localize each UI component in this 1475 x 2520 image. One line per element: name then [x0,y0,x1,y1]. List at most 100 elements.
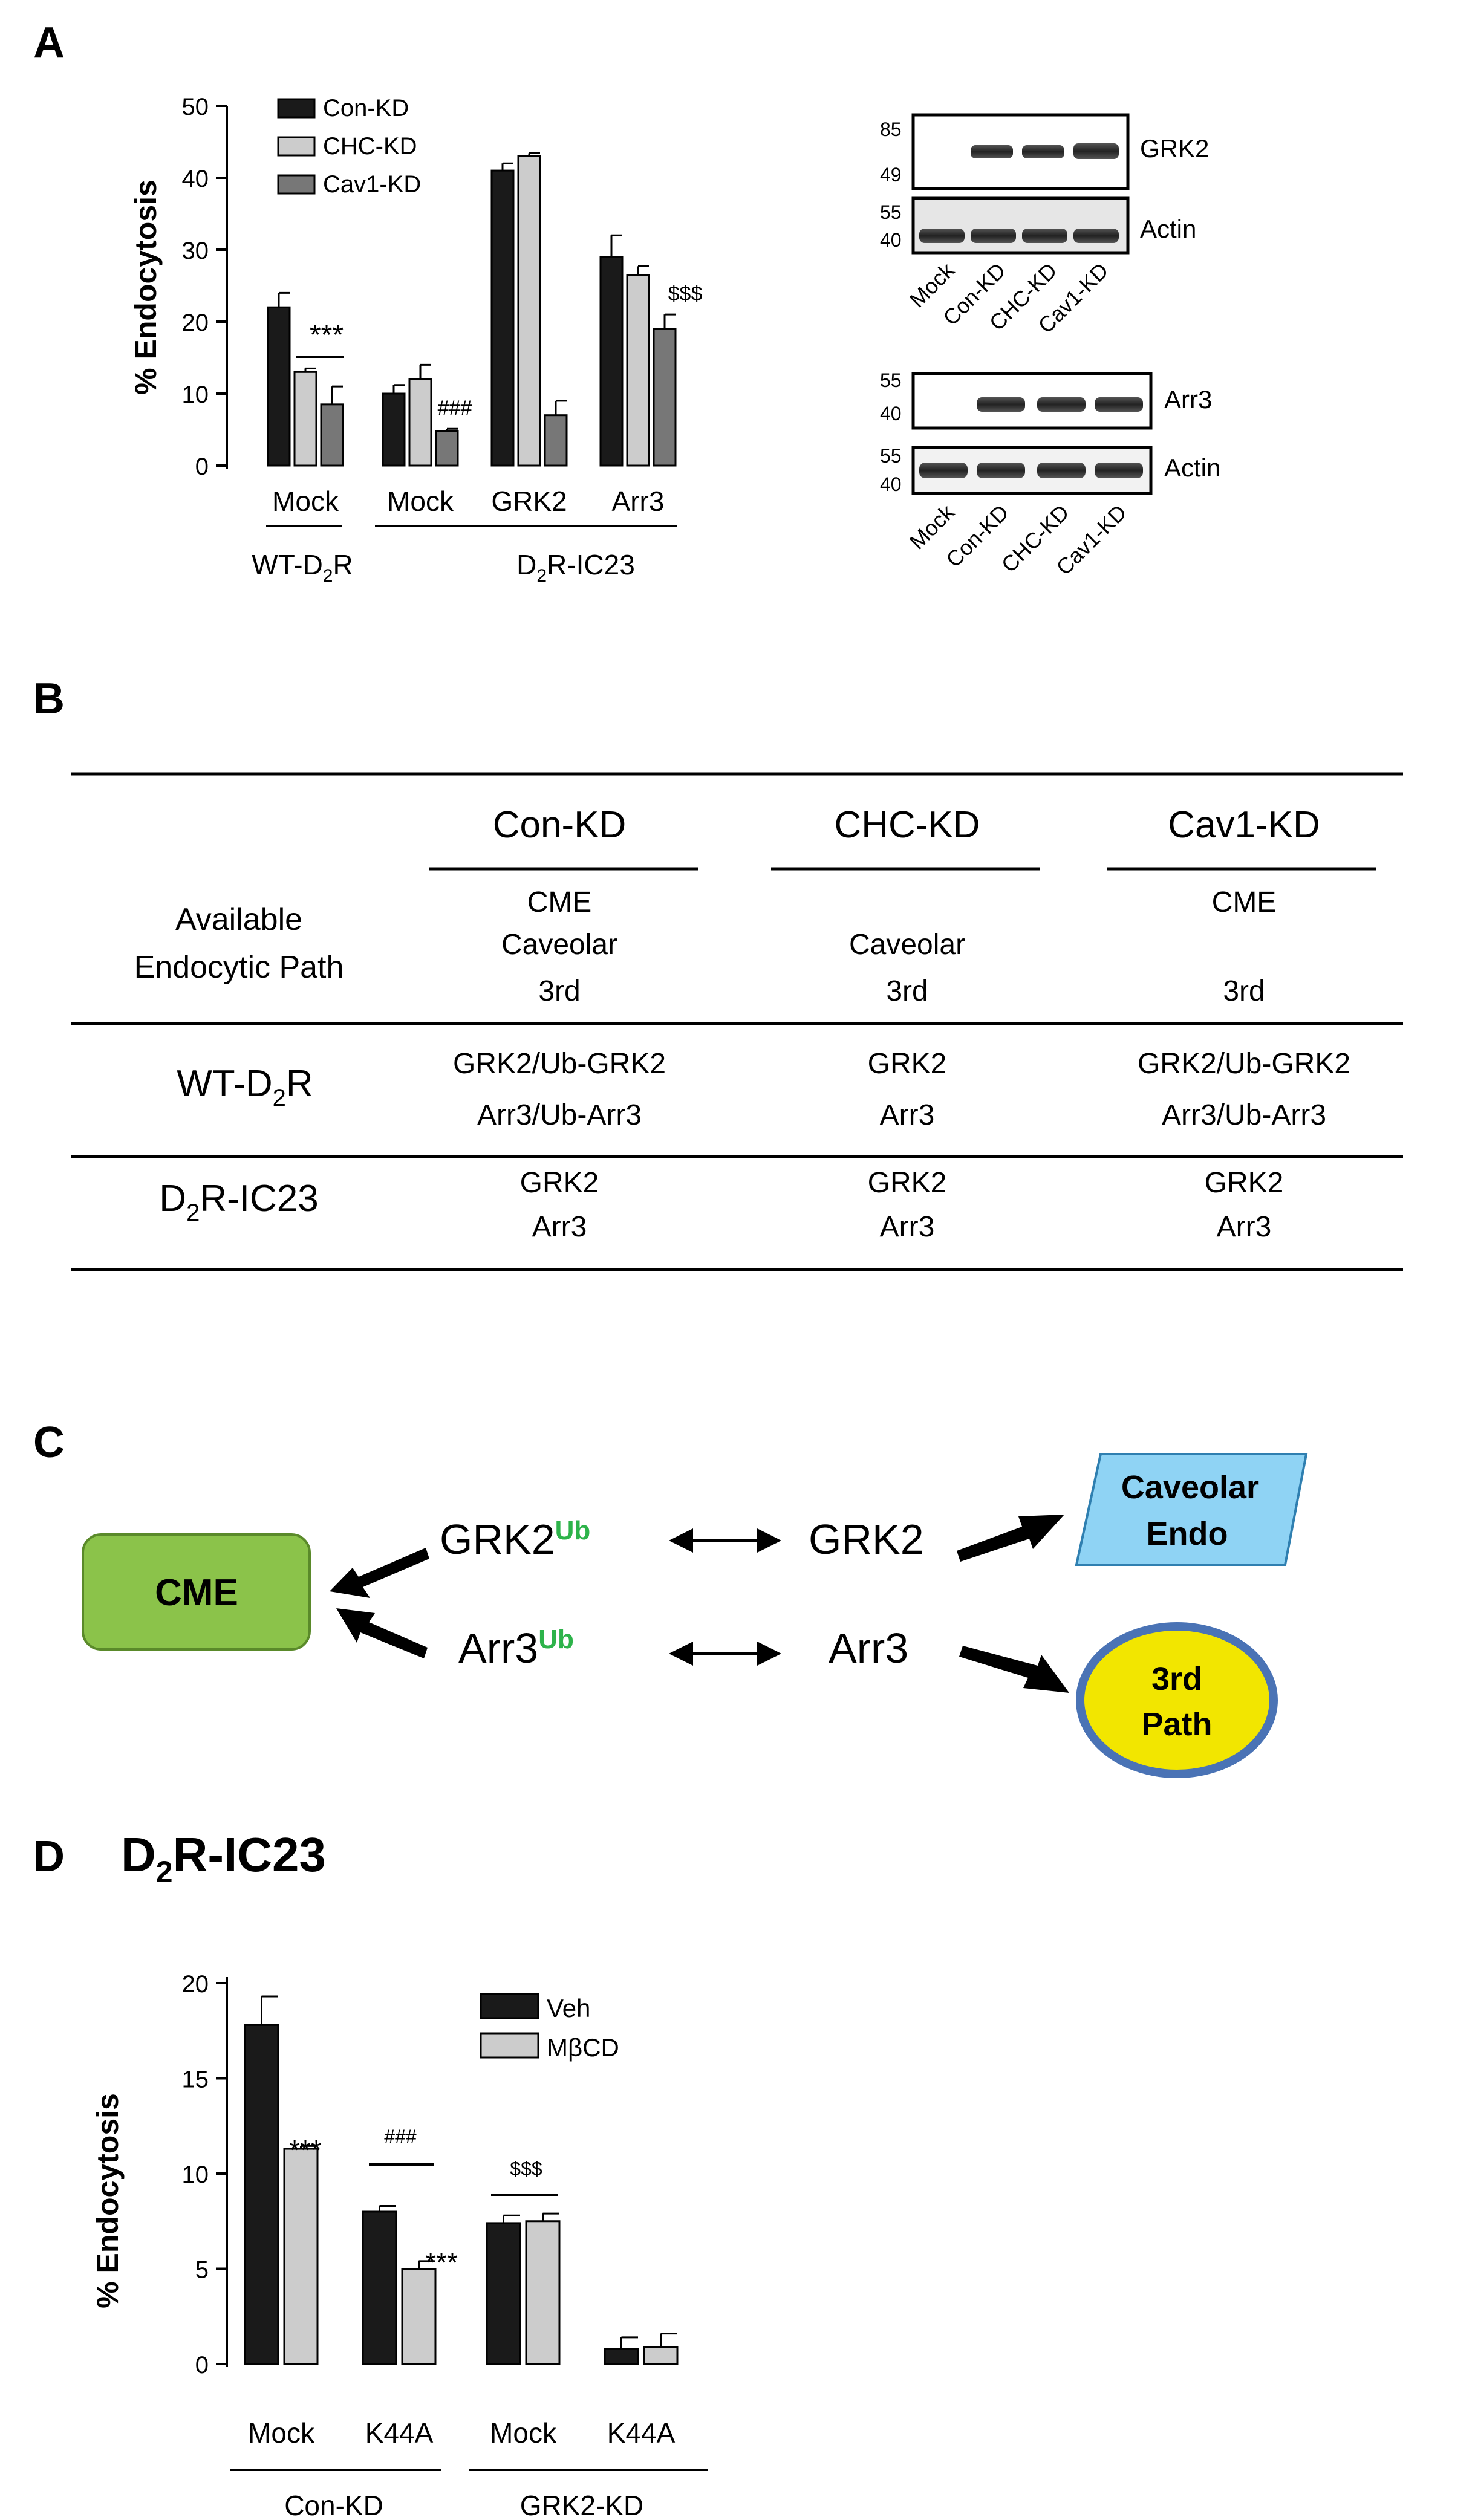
blot-top-actin-frame [911,196,1130,255]
a-ytick-label-50: 50 [182,94,209,120]
d-bar-1-1 [401,2268,437,2365]
panel-label-a: A [33,19,65,67]
actin-band-bottom-3 [1037,463,1086,478]
cme-box [82,1533,311,1651]
d-bar-3-1 [643,2346,679,2365]
panel-label-b: B [33,675,65,723]
con-kd-group-label: Con-KD [284,2490,383,2520]
arrow-arr3ub-to-cme [336,1608,428,1658]
table-header-chc: CHC-KD [834,804,980,846]
d-legend-swatch-0 [480,1993,539,2019]
a-bar-1-2 [435,430,459,467]
blot-top: 85 49 55 40 GRK2 Actin MockCon-KDCHC-KDC… [880,113,1209,338]
actin-band-top-3 [1022,229,1067,243]
path-chc-3rd: 3rd [886,975,928,1007]
grk2-band-con [971,145,1013,158]
panel-label-d: D [33,1833,65,1881]
panel-a-stars: *** [310,319,344,351]
a-xlabel-1: Mock [387,485,454,517]
a-bar-3-0 [599,256,624,467]
actin-band-top-2 [971,229,1016,243]
grk2-label: GRK2 [809,1516,924,1563]
panel-d-stars-1: *** [289,2134,322,2166]
third-path-ellipse [1076,1622,1278,1778]
ic-chc-grk2: GRK2 [868,1167,947,1199]
panel-d-hash: ### [384,2126,417,2148]
diagram-c: CME GRK2Ub Arr3Ub GRK2 Arr3 Caveolar End… [82,1453,1308,1778]
a-xlabel-2: GRK2 [491,485,567,517]
grk2-ub-label: GRK2Ub [440,1516,590,1563]
d-xlabel-3: K44A [607,2417,676,2449]
table-header-cav1: Cav1-KD [1168,804,1320,846]
ic-con-grk2: GRK2 [520,1167,599,1199]
row-ic-label: D2R-IC23 [159,1178,318,1226]
arrow-grk2ub-to-cme [330,1548,429,1598]
d-bar-2-1 [525,2220,561,2365]
caveolar-box [1075,1453,1308,1566]
arr3-label: Arr3 [829,1625,908,1672]
a-legend-swatch-2 [277,174,316,195]
blot-bottom: 55 40 55 40 Arr3 Actin MockCon-KDCHC-KDC… [880,369,1220,580]
a-ytick-label-40: 40 [182,166,209,192]
arrow-grk2-to-caveolar [957,1515,1064,1562]
a-bar-1-0 [382,392,406,467]
panel-d-bars [244,1995,679,2365]
a-ytick-label-10: 10 [182,382,209,408]
arr3-band-chc [1037,397,1086,412]
d-legend-label-0: Veh [547,1994,590,2022]
blot-bottom-marker-40b: 40 [880,473,902,495]
wt-chc-arr3: Arr3 [880,1099,935,1131]
a-bar-0-2 [320,403,344,467]
grk2-band-cav1 [1073,143,1119,159]
third-path-label-2: Path [1141,1706,1212,1742]
d-ytick-label-0: 0 [195,2352,209,2379]
wt-d2r-group-label: WT-D2R [252,549,353,586]
ic-chc-arr3: Arr3 [880,1211,935,1243]
d-ytick-label-10: 10 [182,2161,209,2188]
blot-top-marker-85: 85 [880,119,902,140]
panel-a-dollar: $$$ [668,282,703,305]
wt-con-grk2: GRK2/Ub-GRK2 [453,1048,666,1080]
path-cav1-cme: CME [1212,886,1277,918]
actin-band-top-1 [919,229,965,243]
a-legend-label-2: Cav1-KD [323,171,421,198]
a-ytick-label-0: 0 [195,453,209,480]
third-path-label-1: 3rd [1151,1661,1202,1697]
d-xlabel-1: K44A [365,2417,434,2449]
blot-bottom-marker-55a: 55 [880,369,902,391]
blot-top-actin-label: Actin [1140,215,1196,243]
blot-bottom-actin-label: Actin [1164,453,1220,482]
a-xlabel-3: Arr3 [612,485,665,517]
row-path-label-2: Endocytic Path [134,950,344,985]
wt-con-arr3: Arr3/Ub-Arr3 [477,1099,642,1131]
a-xlabel-0: Mock [272,485,339,517]
table-b: Con-KD CHC-KD Cav1-KD Available Endocyti… [71,772,1403,1271]
panel-a-x-labels: Mock Mock GRK2 Arr3 [272,485,664,517]
actin-band-bottom-2 [977,463,1025,478]
a-bar-2-1 [517,155,541,467]
a-bar-1-1 [408,378,432,467]
panel-d-stars-2: *** [425,2247,458,2278]
d-xlabel-2: Mock [490,2417,557,2449]
a-bar-0-1 [293,371,317,467]
path-con-caveolar: Caveolar [501,929,617,961]
path-chc-caveolar: Caveolar [849,929,965,961]
panel-d-ylabel: % Endocytosis [91,2093,125,2308]
a-legend-label-0: Con-KD [323,95,409,122]
d-ytick-label-5: 5 [195,2257,209,2284]
arr3-band-con [977,397,1025,412]
wt-chc-grk2: GRK2 [868,1048,947,1080]
panel-a-bars [267,152,677,467]
blot-top-marker-40: 40 [880,229,902,251]
blot-bottom-marker-55b: 55 [880,445,902,467]
wt-cav1-arr3: Arr3/Ub-Arr3 [1162,1099,1326,1131]
grk2-kd-group-label: GRK2-KD [520,2490,643,2520]
a-legend-label-1: CHC-KD [323,133,417,160]
